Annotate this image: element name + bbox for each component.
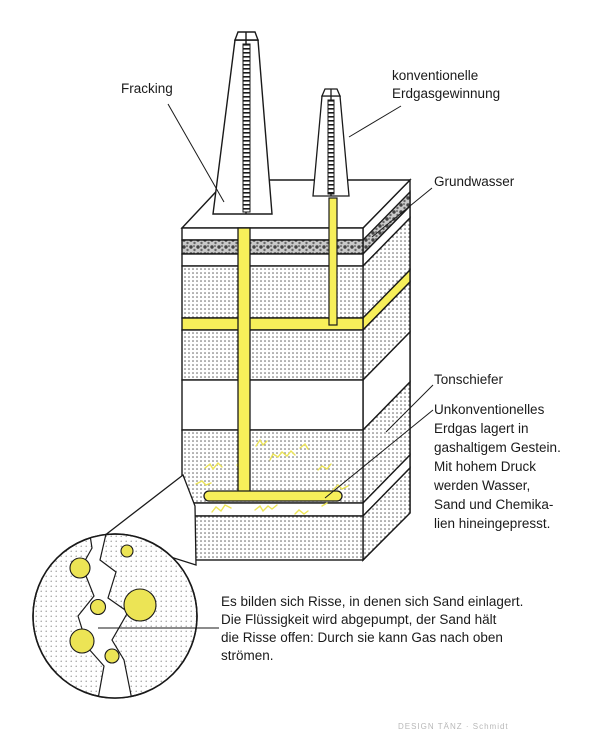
crack-shape	[77, 534, 135, 698]
label-unconventional: Unkonventionelles Erdgas lagert in gasha…	[433, 402, 565, 531]
fracking-derrick	[212, 31, 273, 215]
label-shale: Tonschiefer	[434, 372, 504, 387]
sand-layer-2	[181, 329, 364, 381]
sand-grains	[69, 544, 157, 664]
label-groundwater: Grundwasser	[434, 174, 515, 189]
leader-lines	[98, 103, 434, 629]
conventional-well	[328, 197, 338, 326]
conventional-derrick	[312, 88, 350, 197]
fracking-well	[203, 227, 343, 502]
bottom-layer	[181, 515, 364, 561]
block-right-face	[362, 178, 411, 562]
shale-layer	[181, 379, 364, 431]
label-conventional: konventionelle Erdgasgewinnung	[392, 68, 500, 101]
label-fracking: Fracking	[121, 81, 173, 96]
block-front-face	[181, 227, 364, 561]
magnifier-circle	[32, 533, 198, 699]
label-cracks: Es bilden sich Risse, in denen sich Sand…	[221, 594, 527, 663]
credit: DESIGN TÄNZ · Schmidt	[398, 722, 509, 731]
